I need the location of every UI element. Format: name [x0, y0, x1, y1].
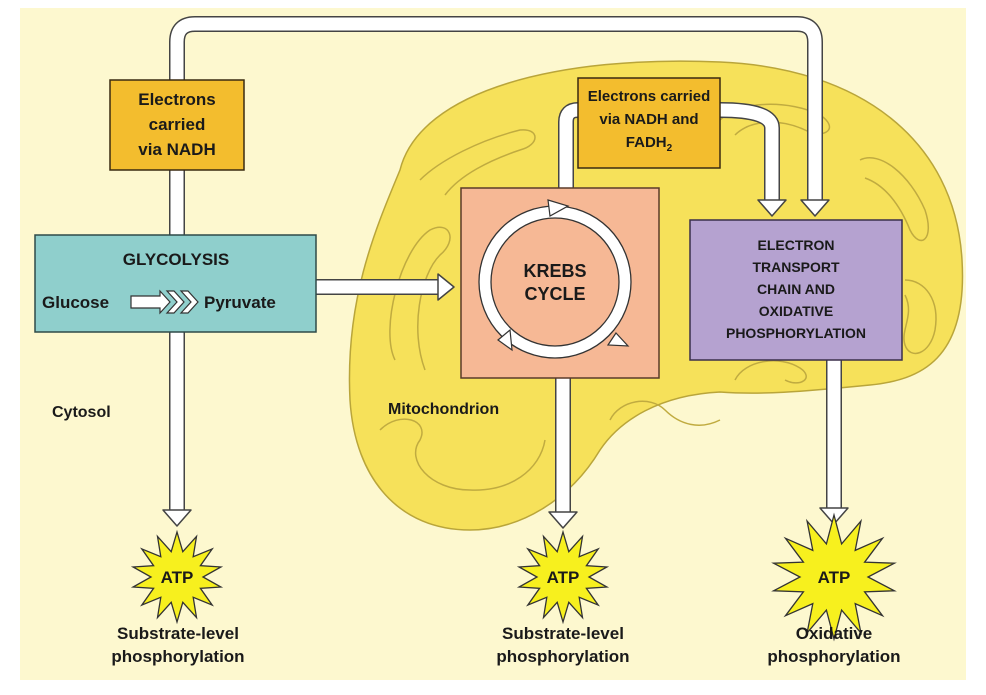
- electrons-nadh-line2: carried: [149, 115, 206, 134]
- etc-line3: CHAIN AND: [757, 281, 835, 297]
- cytosol-label: Cytosol: [52, 404, 111, 421]
- fadh2-pipe: [719, 103, 779, 200]
- electron-transport-chain-box: ELECTRON TRANSPORT CHAIN AND OXIDATIVE P…: [689, 219, 903, 361]
- atp-label: ATP: [818, 568, 851, 587]
- atp-star-icon: [130, 529, 224, 625]
- glucose-label: Glucose: [42, 293, 109, 312]
- atp-stars: ATP ATP ATP: [130, 512, 897, 642]
- etc-line4: OXIDATIVE: [759, 303, 833, 319]
- glycolysis-steps-arrow-icon: [130, 289, 199, 315]
- glycolysis-atp-arrowhead-icon: [162, 509, 192, 527]
- atp-substrate-krebs: ATP: [516, 529, 610, 625]
- output1-line1: Substrate-level: [117, 624, 239, 643]
- mitochondrion-label: Mitochondrion: [388, 401, 499, 418]
- electrons-nadh-line1: Electrons: [138, 90, 215, 109]
- atp-oxidative: ATP: [771, 512, 897, 642]
- krebs-line1: KREBS: [523, 261, 586, 281]
- electrons-fadh2-line2: via NADH and: [599, 111, 698, 128]
- krebs-cycle-box: KREBS CYCLE: [460, 187, 660, 379]
- fadh2-label: FADH2: [626, 134, 673, 154]
- etc-line2: TRANSPORT: [752, 259, 840, 275]
- nadh-pipe: [170, 17, 822, 510]
- atp-star-icon: [771, 512, 897, 642]
- flow-arrows: [162, 16, 849, 529]
- electrons-nadh-line3: via NADH: [138, 140, 215, 159]
- krebs-up-pipe: [559, 103, 579, 188]
- etc-line1: ELECTRON: [758, 237, 835, 253]
- atp-star-icon: [516, 529, 610, 625]
- atp-label: ATP: [161, 568, 194, 587]
- output3-line1: Oxidative: [796, 624, 873, 643]
- output1-line2: phosphorylation: [111, 647, 244, 666]
- electrons-nadh-box: Electrons carried via NADH: [109, 79, 245, 171]
- atp-label: ATP: [547, 568, 580, 587]
- atp-substrate-glycolysis: ATP: [130, 529, 224, 625]
- glycolysis-title: GLYCOLYSIS: [123, 250, 229, 269]
- electrons-fadh2-line1: Electrons carried: [588, 88, 711, 105]
- output2-line1: Substrate-level: [502, 624, 624, 643]
- krebs-atp-arrowhead-icon: [548, 511, 578, 529]
- cycle-arrow-icon: [478, 199, 632, 359]
- nadh-arrowhead-icon: [800, 199, 830, 217]
- output2-line2: phosphorylation: [496, 647, 629, 666]
- pyruvate-arrowhead-icon: [437, 273, 455, 301]
- krebs-line2: CYCLE: [524, 284, 585, 304]
- output3-line2: phosphorylation: [767, 647, 900, 666]
- electrons-nadh-fadh2-box: Electrons carried via NADH and FADH2: [577, 77, 721, 169]
- pyruvate-label: Pyruvate: [204, 293, 276, 312]
- fadh2-arrowhead-icon: [757, 199, 787, 217]
- etc-line5: PHOSPHORYLATION: [726, 325, 866, 341]
- glycolysis-box: GLYCOLYSIS Glucose Pyruvate: [34, 234, 317, 333]
